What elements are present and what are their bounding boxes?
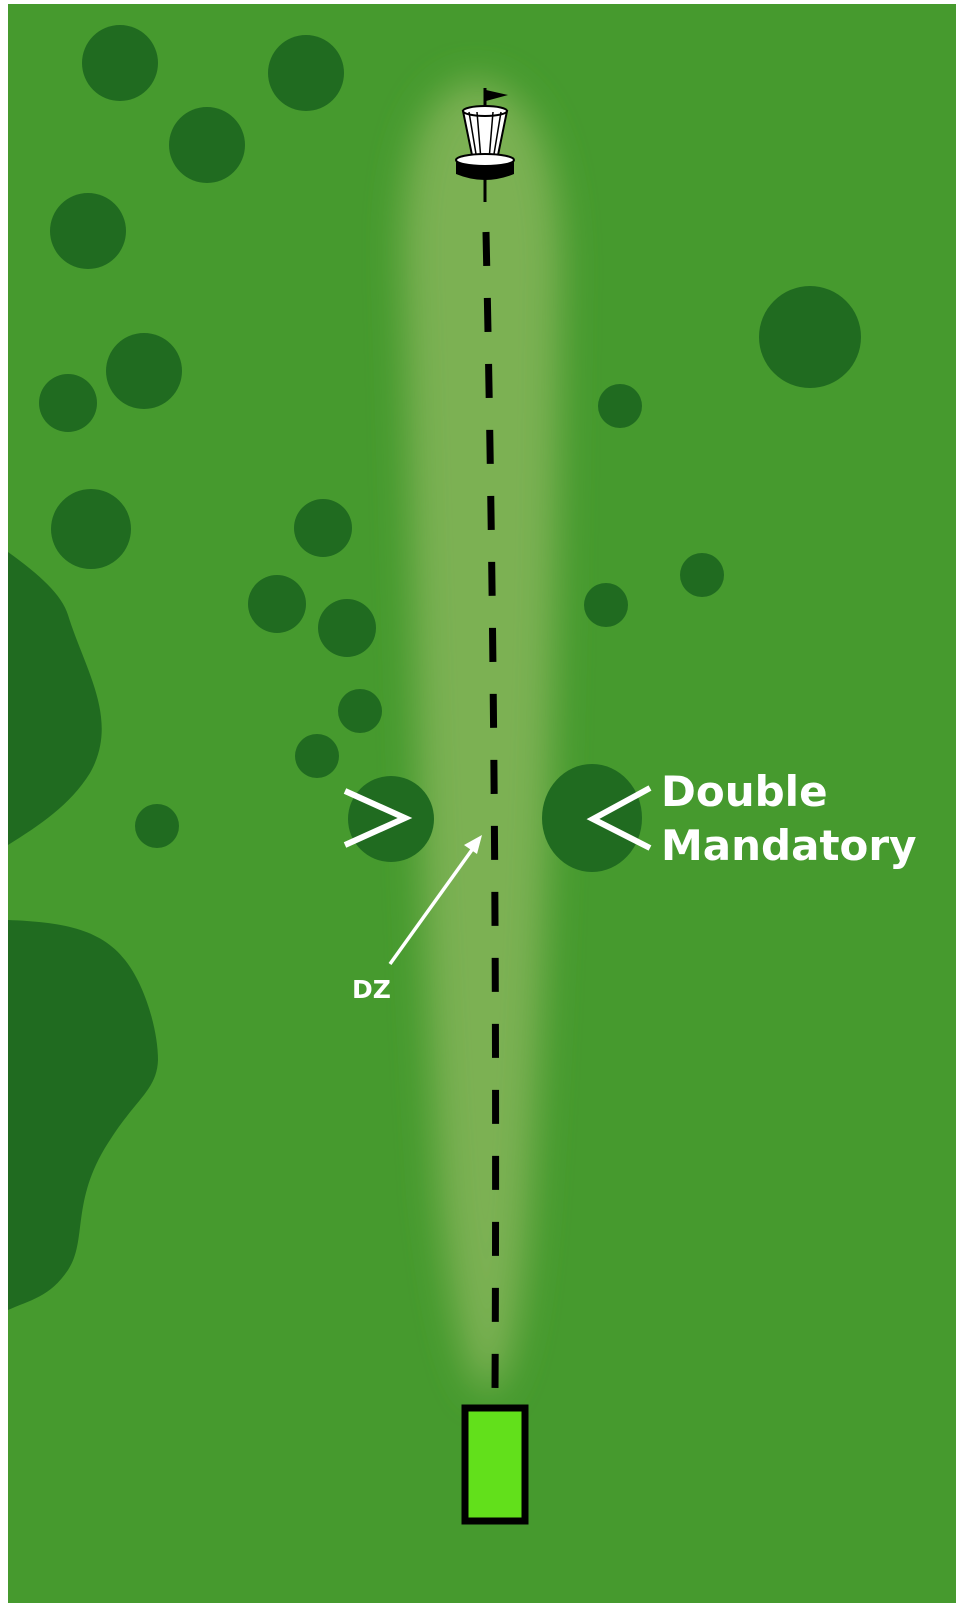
tree bbox=[680, 553, 724, 597]
mandatory-label-line1: Double bbox=[661, 767, 828, 816]
tree bbox=[598, 384, 642, 428]
tree bbox=[318, 599, 376, 657]
tree bbox=[106, 333, 182, 409]
mandatory-tree-left bbox=[348, 776, 434, 862]
tree-cover bbox=[8, 25, 861, 1310]
mandatory-chevron-left-icon bbox=[343, 788, 413, 848]
tree bbox=[338, 689, 382, 733]
tree bbox=[759, 286, 861, 388]
tree bbox=[169, 107, 245, 183]
drop-zone-arrow-icon bbox=[388, 835, 482, 966]
mandatory-label-line2: Mandatory bbox=[661, 821, 916, 870]
fairway bbox=[403, 80, 561, 1395]
disc-golf-basket-icon bbox=[455, 88, 515, 202]
tree bbox=[50, 193, 126, 269]
woods-upper-left bbox=[8, 552, 102, 845]
tree bbox=[584, 583, 628, 627]
tree bbox=[295, 734, 339, 778]
tee-pad-icon bbox=[461, 1404, 529, 1525]
drop-zone-label: DZ bbox=[352, 975, 391, 1004]
tree bbox=[51, 489, 131, 569]
tree bbox=[294, 499, 352, 557]
tree bbox=[39, 374, 97, 432]
woods-lower-left bbox=[8, 920, 158, 1310]
tree bbox=[268, 35, 344, 111]
tree bbox=[248, 575, 306, 633]
tree bbox=[82, 25, 158, 101]
mandatory-chevron-right-icon bbox=[586, 785, 652, 851]
tree bbox=[135, 804, 179, 848]
